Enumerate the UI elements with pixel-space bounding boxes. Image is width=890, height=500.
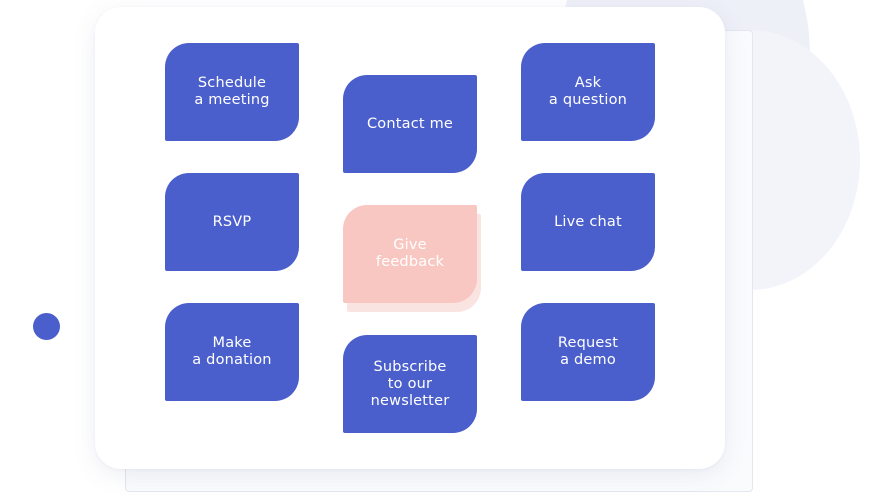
schedule-meeting-label: Schedule a meeting (194, 75, 270, 108)
schedule-meeting-button[interactable]: Schedule a meeting (165, 43, 299, 141)
live-chat-label: Live chat (554, 213, 622, 230)
decorative-dot (33, 313, 60, 340)
contact-me-button[interactable]: Contact me (343, 75, 477, 173)
rsvp-button[interactable]: RSVP (165, 173, 299, 271)
ask-question-button[interactable]: Ask a question (521, 43, 655, 141)
subscribe-newsletter-button[interactable]: Subscribe to our newsletter (343, 335, 477, 433)
make-donation-label: Make a donation (192, 335, 272, 368)
contact-me-label: Contact me (366, 115, 454, 132)
options-card: Schedule a meeting Contact me Ask a ques… (95, 7, 725, 469)
give-feedback-label: Give feedback (375, 237, 445, 270)
subscribe-newsletter-label: Subscribe to our newsletter (370, 358, 450, 409)
request-demo-button[interactable]: Request a demo (521, 303, 655, 401)
give-feedback-button[interactable]: Give feedback (343, 205, 477, 303)
ask-question-label: Ask a question (548, 75, 628, 108)
request-demo-label: Request a demo (557, 335, 619, 368)
live-chat-button[interactable]: Live chat (521, 173, 655, 271)
make-donation-button[interactable]: Make a donation (165, 303, 299, 401)
rsvp-label: RSVP (212, 213, 252, 230)
